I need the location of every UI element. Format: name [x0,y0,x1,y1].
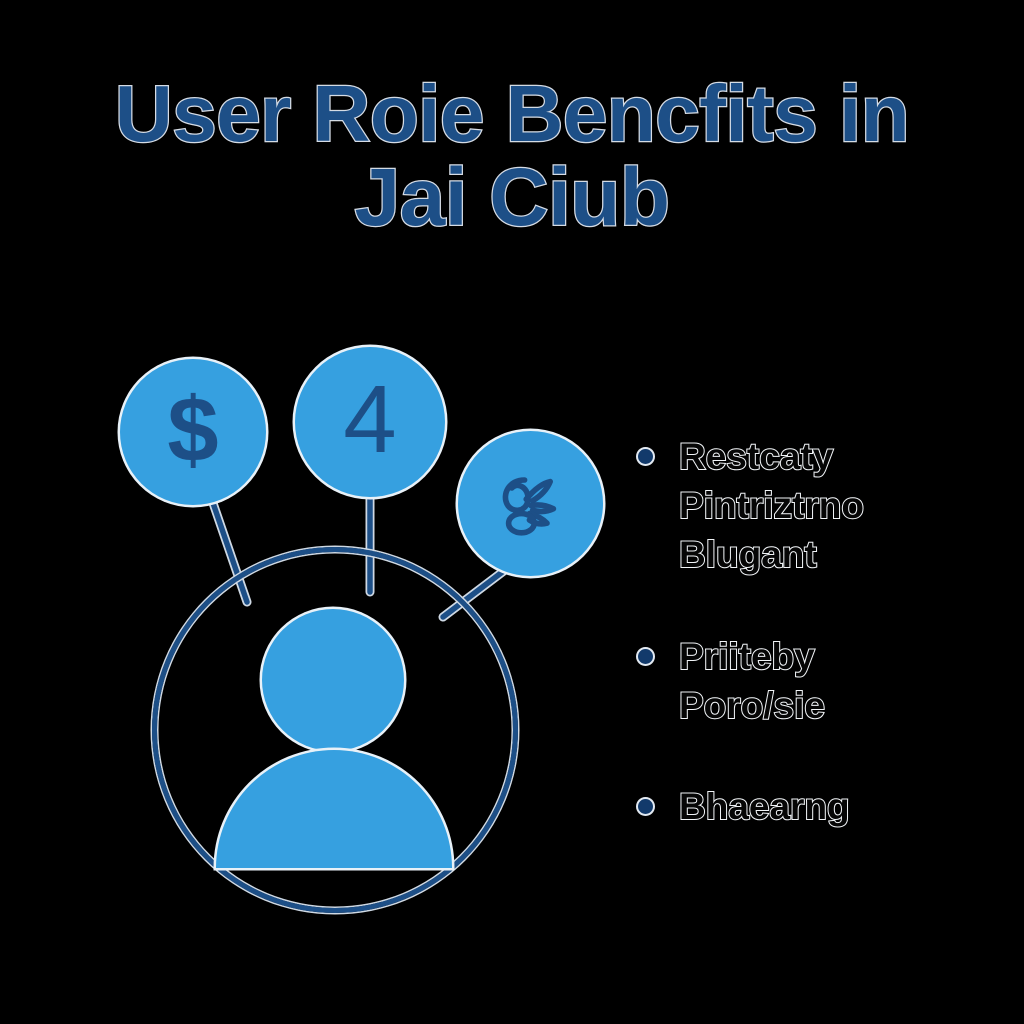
page-title: User Roie Bencfits in Jai Ciub [0,69,1024,244]
list-item-label: Restcaty Pintriztrno Blugant [678,432,865,580]
dollar-sign-icon: $ [167,379,219,481]
list-item-line: Priiteby [678,635,816,678]
badge-dollar: $ [120,359,266,505]
number-four-icon: 4 [343,366,397,473]
list-item-label: Priiteby Poro/sie [678,632,826,730]
benefits-list: Restcaty Pintriztrno Blugant Priiteby Po… [638,432,998,883]
list-item-line: Poro/sie [678,684,826,727]
bullet-dot-icon [638,449,653,464]
list-item: Bhaearng [638,782,998,831]
list-item-line: Pintriztrno [678,484,865,527]
badge-abstract-glyph [458,431,603,576]
list-item-line: Bhaearng [678,785,851,828]
list-item-label: Bhaearng [678,782,851,831]
list-item: Restcaty Pintriztrno Blugant [638,432,998,580]
title-line-2: Jai Ciub [353,152,671,244]
badge-four: 4 [295,347,445,497]
bullet-dot-icon [638,799,653,815]
user-avatar-head [262,609,404,751]
list-item: Priiteby Poro/sie [638,632,998,730]
abstract-swirl-icon [502,476,556,536]
bullet-dot-icon [638,648,653,664]
list-item-line: Restcaty [678,435,834,478]
title-line-1: User Roie Bencfits in [114,69,911,158]
list-item-line: Blugant [678,533,818,576]
user-avatar-ring [152,547,518,913]
